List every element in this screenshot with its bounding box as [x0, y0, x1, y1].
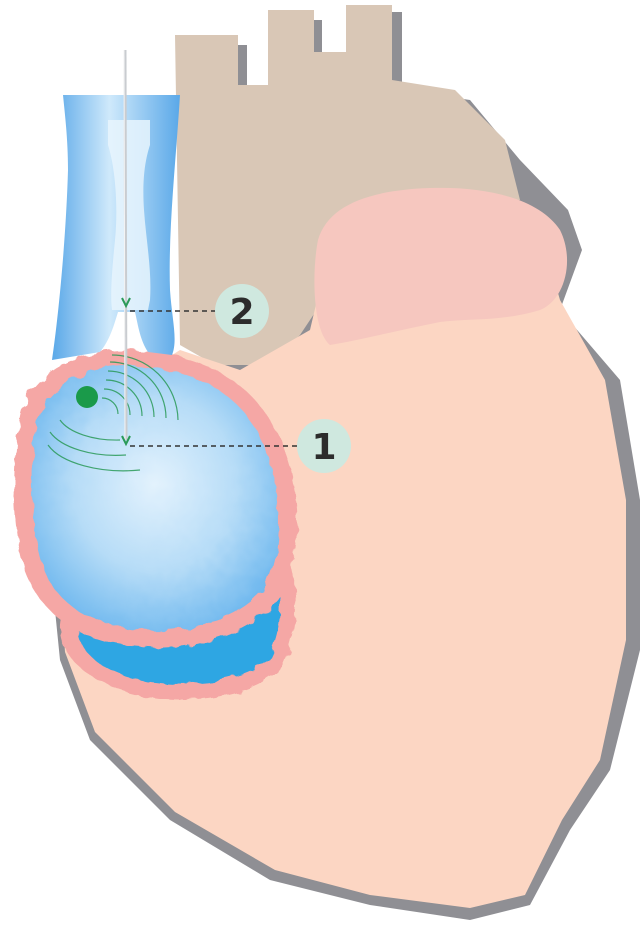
marker-2-label: 2	[229, 292, 254, 333]
ablation-lesion	[76, 386, 98, 408]
marker-2: 2	[215, 284, 269, 338]
marker-1: 1	[297, 419, 351, 473]
marker-1-label: 1	[311, 427, 336, 468]
